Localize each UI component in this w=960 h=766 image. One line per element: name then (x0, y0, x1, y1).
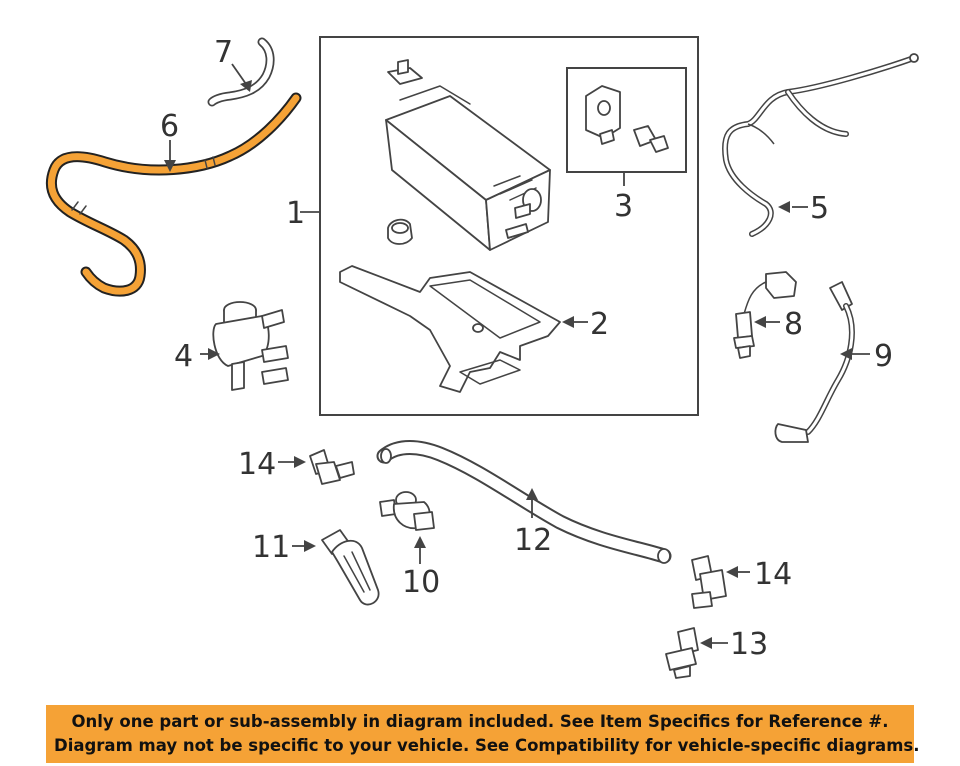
leader-lines (164, 63, 870, 649)
callout-3: 3 (614, 189, 633, 224)
callout-10: 10 (402, 565, 440, 600)
callout-5: 5 (810, 191, 829, 226)
disclaimer-line-2: Diagram may not be specific to your vehi… (54, 736, 920, 755)
part-5-tube[interactable] (722, 53, 919, 237)
part-1-canister[interactable] (385, 59, 551, 251)
part-10-valve[interactable] (379, 491, 435, 531)
part-2-bracket[interactable] (339, 265, 561, 393)
part-6-hose[interactable] (45, 92, 302, 297)
part-12-hose[interactable] (376, 440, 672, 564)
callout-4: 4 (174, 339, 193, 374)
callout-11: 11 (252, 530, 290, 565)
part-9-sensor[interactable] (774, 281, 855, 443)
part-14-connector-lower[interactable] (691, 555, 727, 609)
callout-14-lower: 14 (754, 557, 792, 592)
assembly-box (319, 36, 699, 416)
part-13-valve[interactable] (665, 627, 699, 679)
callout-13: 13 (730, 627, 768, 662)
callout-12: 12 (514, 523, 552, 558)
part-8-sensor[interactable] (733, 271, 797, 359)
callout-2: 2 (590, 307, 609, 342)
part-4-valve[interactable] (212, 301, 289, 391)
part-14-connector-upper[interactable] (309, 449, 355, 485)
disclaimer-line-1: Only one part or sub-assembly in diagram… (71, 712, 889, 731)
parts-diagram: 1 2 3 4 5 6 7 8 9 10 11 12 13 14 14 (45, 35, 919, 679)
callout-8: 8 (784, 307, 803, 342)
disclaimer-banner: Only one part or sub-assembly in diagram… (46, 705, 920, 763)
part-11-hose[interactable] (321, 529, 380, 606)
callout-6: 6 (160, 109, 179, 144)
callout-7: 7 (214, 35, 233, 70)
part-3-sensor[interactable] (585, 85, 669, 153)
subassembly-box (566, 67, 687, 173)
callout-14-upper: 14 (238, 447, 276, 482)
callout-9: 9 (874, 339, 893, 374)
callout-1: 1 (286, 196, 305, 231)
